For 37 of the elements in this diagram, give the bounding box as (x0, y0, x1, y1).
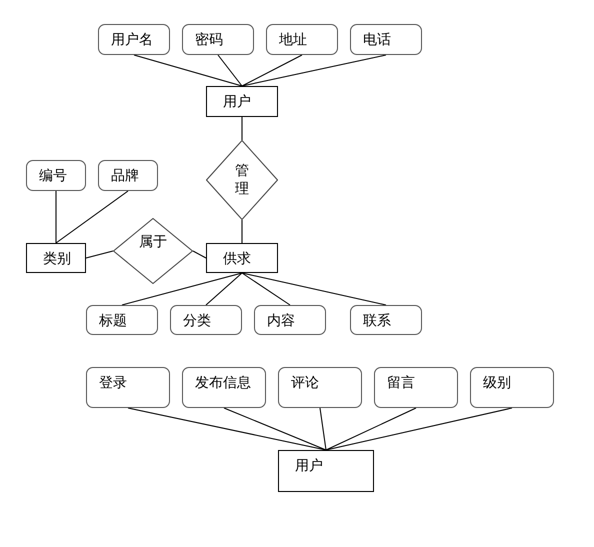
entity-box: 供求 (206, 243, 278, 273)
connector-line (56, 190, 128, 244)
connector-line (242, 272, 386, 306)
attribute-box: 级别 (470, 367, 554, 408)
connector-line (122, 272, 242, 306)
connector-line (326, 408, 416, 450)
connector-line (218, 54, 242, 86)
attribute-box: 编号 (26, 160, 86, 191)
attribute-box: 品牌 (98, 160, 158, 191)
entity-box: 用户 (206, 86, 278, 117)
attribute-box: 登录 (86, 367, 170, 408)
connector-line (192, 250, 206, 258)
connector-line (242, 54, 302, 86)
connector-line (86, 250, 114, 258)
connector-line (320, 408, 326, 450)
attribute-box: 留言 (374, 367, 458, 408)
relationship-diamond: 属于 (113, 218, 193, 284)
connector-line (206, 272, 242, 306)
attribute-box: 内容 (254, 305, 326, 335)
connector-line (128, 408, 326, 450)
connector-line (326, 408, 512, 450)
attribute-box: 用户名 (98, 24, 170, 55)
connector-line (242, 272, 290, 306)
connector-line (134, 54, 242, 86)
attribute-box: 电话 (350, 24, 422, 55)
attribute-box: 联系 (350, 305, 422, 335)
relationship-diamond: 管理 (206, 140, 278, 220)
attribute-box: 地址 (266, 24, 338, 55)
connector-line (224, 408, 326, 450)
attribute-box: 标题 (86, 305, 158, 335)
entity-box: 类别 (26, 243, 86, 273)
entity-box: 用户 (278, 450, 374, 492)
attribute-box: 发布信息 (182, 367, 266, 408)
attribute-box: 密码 (182, 24, 254, 55)
connector-line (242, 54, 386, 86)
attribute-box: 分类 (170, 305, 242, 335)
attribute-box: 评论 (278, 367, 362, 408)
